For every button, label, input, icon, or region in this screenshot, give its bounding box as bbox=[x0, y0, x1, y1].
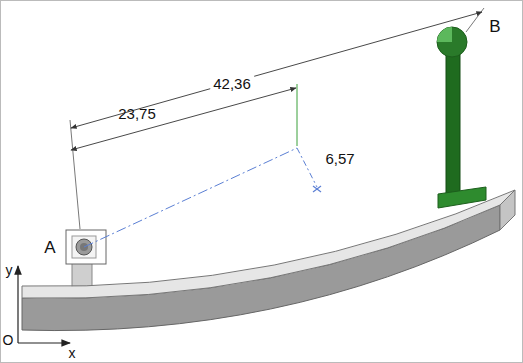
extension-line bbox=[466, 8, 484, 32]
dimension-line bbox=[71, 88, 296, 150]
dimension-line bbox=[71, 12, 482, 128]
axis-label: O bbox=[3, 333, 14, 347]
pin-housing-a bbox=[66, 230, 106, 264]
beam-end-face bbox=[500, 190, 515, 230]
offset-dimension-line bbox=[297, 148, 317, 187]
support-post-b bbox=[446, 52, 460, 196]
axis-label: x bbox=[69, 346, 76, 360]
pin-head-b bbox=[437, 27, 467, 57]
dimension-value: 23,75 bbox=[118, 106, 156, 121]
dimension-value: 6,57 bbox=[325, 151, 354, 166]
dimension-value: 42,36 bbox=[210, 76, 254, 91]
y-axis bbox=[17, 266, 18, 343]
point-cross bbox=[313, 186, 321, 192]
extension-line bbox=[70, 120, 80, 229]
center-line bbox=[84, 148, 297, 247]
extension-line bbox=[297, 84, 298, 146]
pin-highlight-b bbox=[437, 27, 452, 42]
point-label: B bbox=[489, 18, 500, 35]
x-axis bbox=[18, 342, 70, 343]
support-base-b bbox=[438, 187, 486, 208]
axis-label: y bbox=[6, 263, 13, 277]
point-label: A bbox=[44, 239, 55, 256]
point-cross bbox=[313, 186, 321, 192]
